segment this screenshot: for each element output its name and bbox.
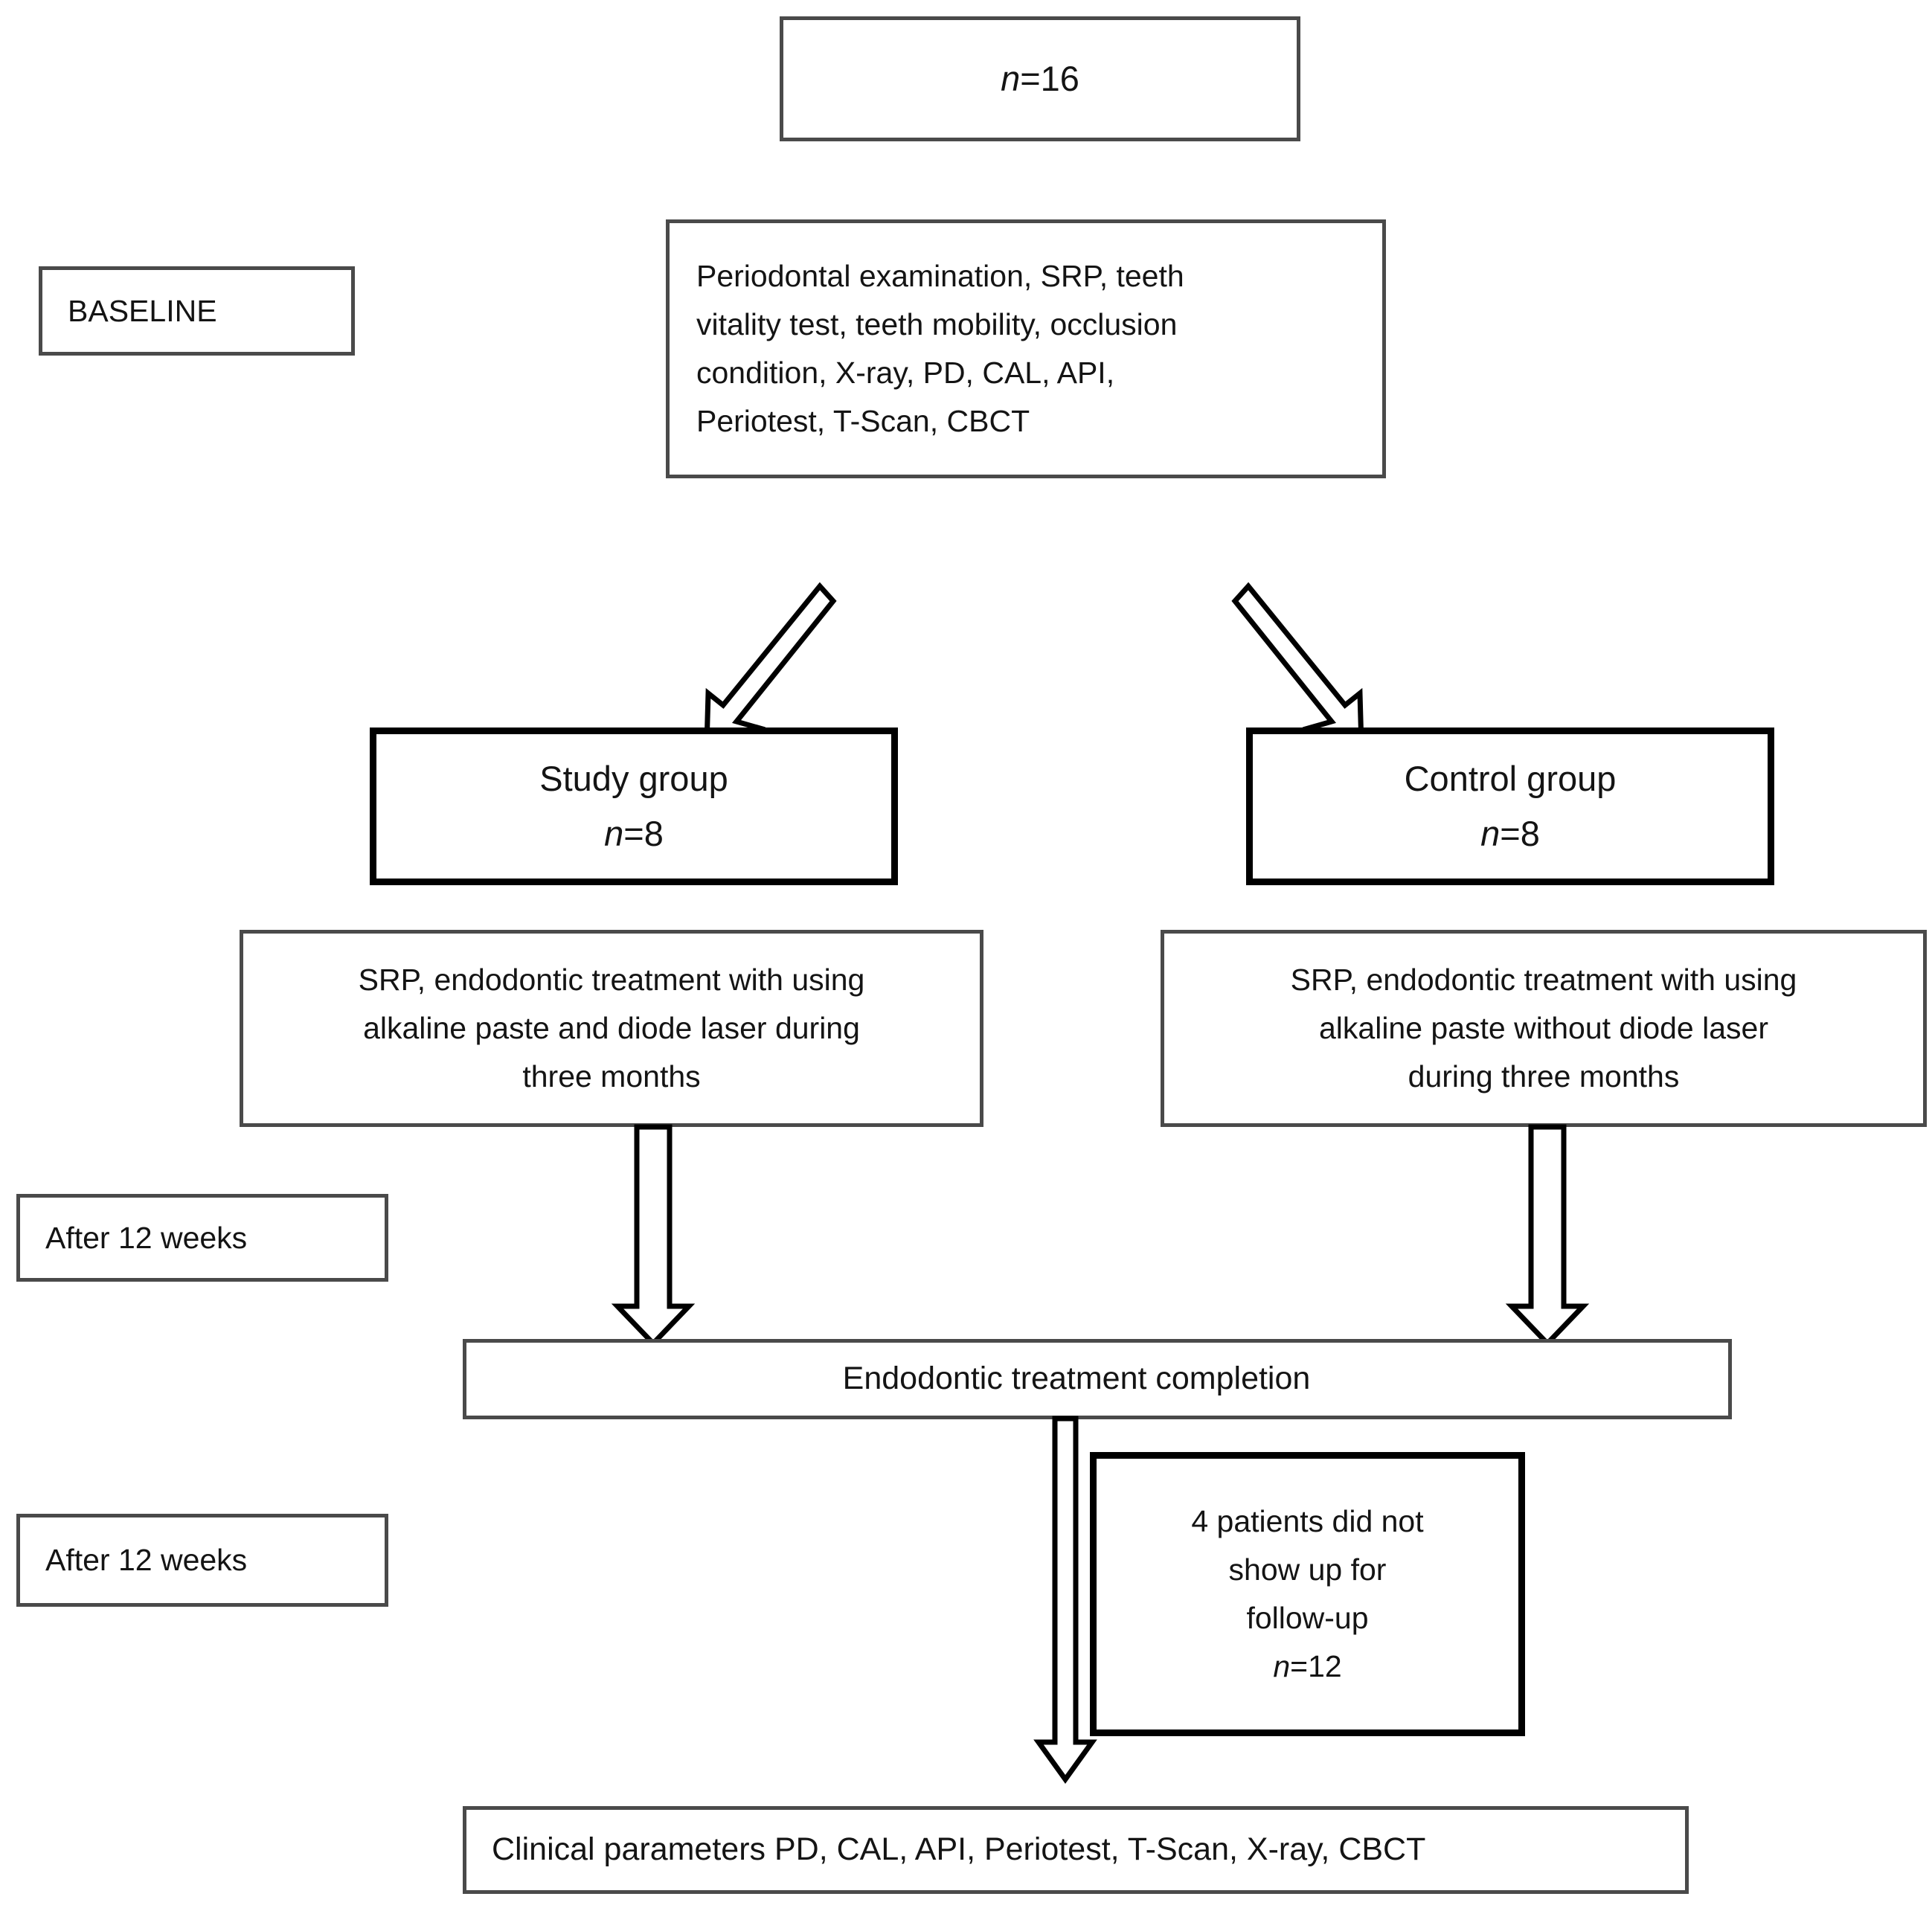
dropouts-line-1: 4 patients did not [1191, 1504, 1424, 1539]
node-baseline-stage-box: BASELINE [39, 266, 355, 356]
node-clinical-parameters-box: Clinical parameters PD, CAL, API, Periot… [463, 1806, 1689, 1894]
baseline-exam-line-3: condition, X-ray, PD, CAL, API, [696, 356, 1115, 390]
node-after-12-weeks-1-box: After 12 weeks [16, 1194, 388, 1282]
control-group-n-symbol: n [1480, 814, 1501, 853]
dropouts-n: n=12 [1097, 1642, 1518, 1691]
node-baseline-stage-label: BASELINE [68, 293, 217, 328]
control-treatment-line-1: SRP, endodontic treatment with using [1290, 963, 1797, 998]
baseline-exam-line-1: Periodontal examination, SRP, teeth [696, 259, 1184, 294]
study-group-n: n=8 [376, 806, 891, 861]
control-group-title: Control group [1404, 758, 1617, 798]
edge-completion-to-clinical-parameters-arrow [1033, 1416, 1107, 1784]
edge-baseline-to-study-group-arrow [662, 580, 837, 751]
dropouts-n-value: =12 [1290, 1648, 1342, 1683]
edge-control-treatment-to-completion-arrow [1503, 1124, 1592, 1348]
dropouts-line-2: show up for [1228, 1552, 1387, 1587]
after-12-weeks-1-label: After 12 weeks [45, 1220, 248, 1255]
baseline-exam-line-2: vitality test, teeth mobility, occlusion [696, 307, 1178, 342]
node-dropouts-box: 4 patients did not show up for follow-up… [1090, 1452, 1525, 1736]
dropouts-line-3: follow-up [1246, 1601, 1369, 1635]
enrolled-n-symbol: n [1001, 58, 1021, 98]
node-control-group-box: Control group n=8 [1246, 728, 1774, 885]
edge-study-treatment-to-completion-arrow [609, 1124, 698, 1348]
enrolled-n-value: =16 [1020, 58, 1079, 98]
node-study-group-box: Study group n=8 [370, 728, 898, 885]
node-baseline-exam-box: Periodontal examination, SRP, teeth vita… [666, 219, 1386, 478]
baseline-exam-line-4: Periotest, T-Scan, CBCT [696, 403, 1030, 438]
study-treatment-line-3: three months [522, 1059, 701, 1093]
node-study-treatment-box: SRP, endodontic treatment with using alk… [240, 930, 983, 1127]
study-group-title: Study group [539, 758, 728, 798]
clinical-parameters-label: Clinical parameters PD, CAL, API, Periot… [492, 1831, 1426, 1868]
after-12-weeks-2-label: After 12 weeks [45, 1543, 248, 1578]
node-completion-box: Endodontic treatment completion [463, 1339, 1732, 1419]
control-treatment-line-3: during three months [1408, 1059, 1680, 1093]
completion-label: Endodontic treatment completion [842, 1361, 1311, 1397]
study-group-n-symbol: n [604, 814, 624, 853]
control-group-n-value: =8 [1500, 814, 1540, 853]
node-enrolled-label: n=16 [1001, 51, 1079, 106]
node-after-12-weeks-2-box: After 12 weeks [16, 1514, 388, 1607]
study-treatment-line-1: SRP, endodontic treatment with using [358, 963, 865, 998]
study-group-n-value: =8 [623, 814, 664, 853]
edge-baseline-to-control-group-arrow [1231, 580, 1406, 751]
study-treatment-line-2: alkaline paste and diode laser during [363, 1011, 860, 1046]
control-treatment-line-2: alkaline paste without diode laser [1319, 1011, 1768, 1046]
node-enrolled-box: n=16 [780, 16, 1300, 141]
dropouts-n-symbol: n [1273, 1648, 1291, 1683]
control-group-n: n=8 [1253, 806, 1768, 861]
node-control-treatment-box: SRP, endodontic treatment with using alk… [1161, 930, 1927, 1127]
